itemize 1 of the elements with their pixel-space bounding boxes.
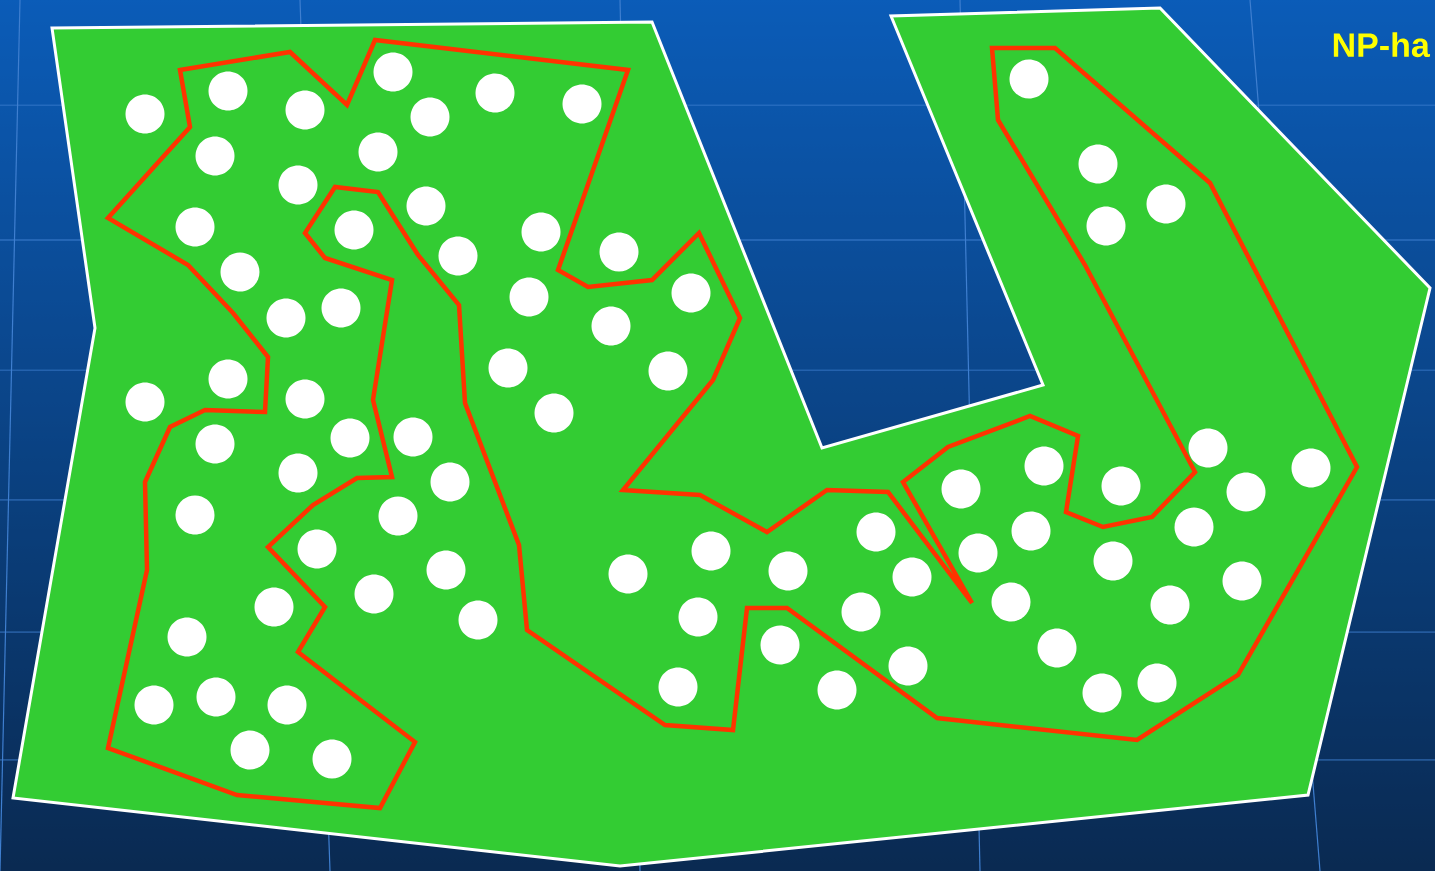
title: NP-ha	[1333, 32, 1431, 58]
